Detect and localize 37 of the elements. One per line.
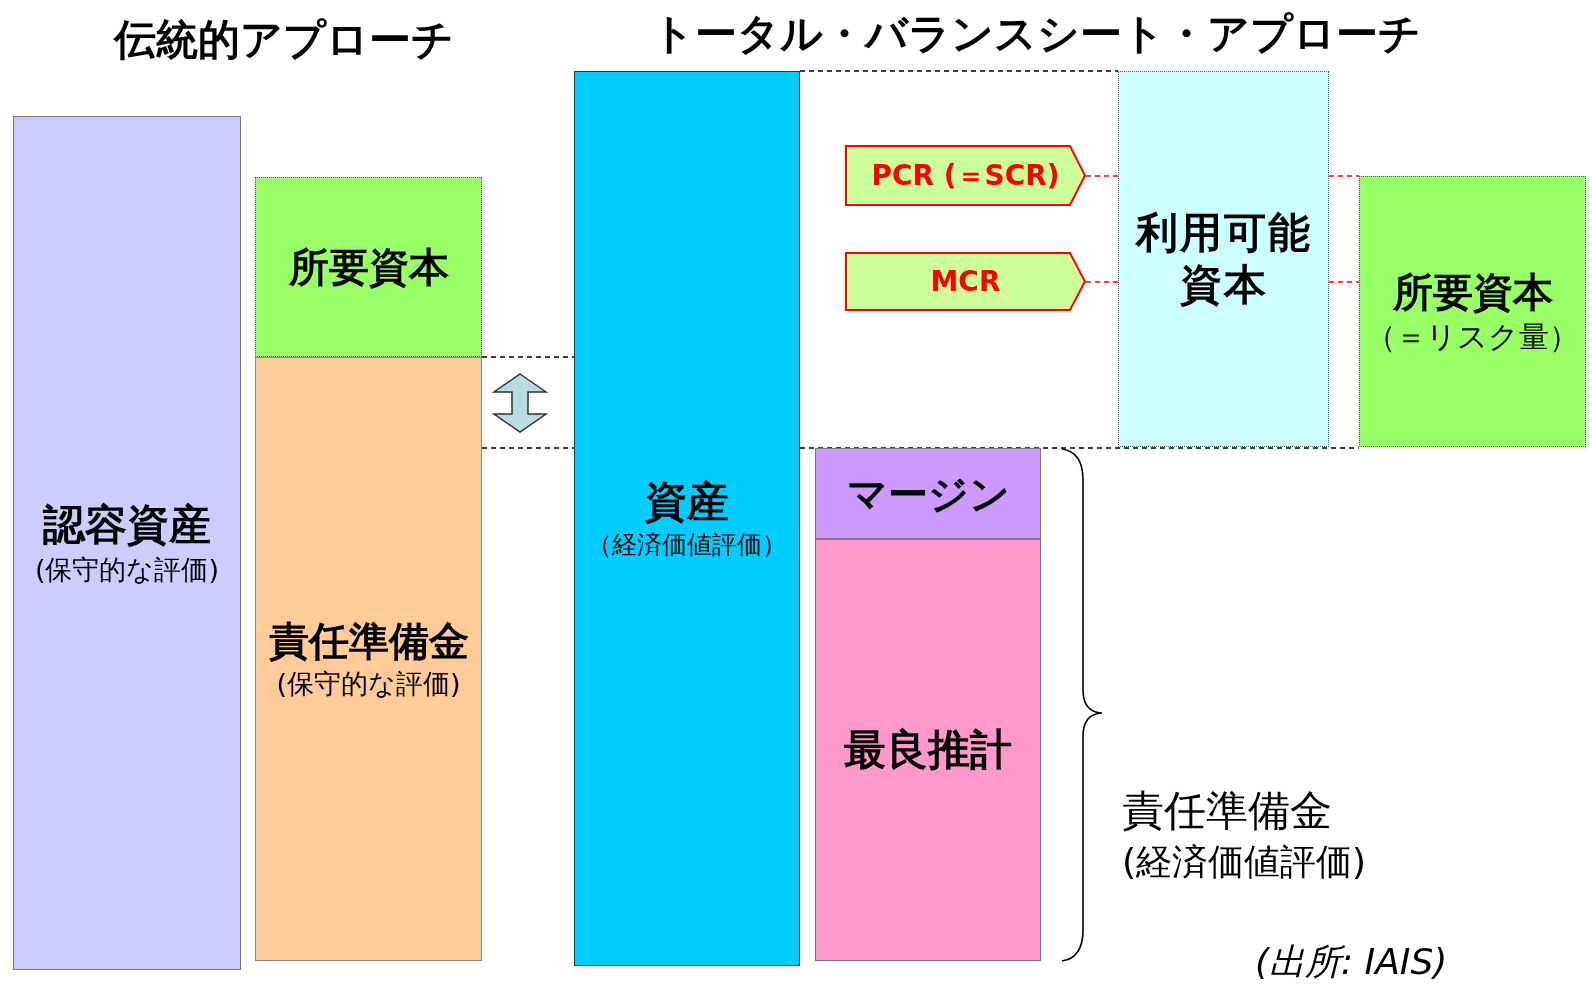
block-label: 利用可能資本	[1134, 206, 1313, 311]
block-label: 資産	[645, 476, 729, 528]
connector-line	[1085, 175, 1119, 177]
stacked-block	[1359, 176, 1586, 447]
connector-line	[1328, 281, 1360, 283]
connector-line	[799, 70, 1119, 72]
connector-line	[799, 447, 1360, 449]
pentagon-arrow-box	[845, 145, 1086, 206]
stacked-block	[13, 116, 241, 970]
connector-line	[1085, 281, 1119, 283]
stacked-block	[815, 448, 1041, 539]
block-sublabel: (保守的な評価)	[34, 552, 220, 587]
pentagon-arrow-box	[845, 252, 1086, 311]
block-label: PCR (＝SCR)	[871, 158, 1060, 193]
section-heading: 伝統的アプローチ	[114, 14, 454, 66]
stacked-block	[1118, 71, 1329, 447]
block-sublabel: （＝リスク量）	[1366, 318, 1579, 356]
block-label: マージン	[846, 469, 1010, 519]
block-sublabel: （経済価値評価）	[587, 528, 787, 561]
source-caption: (出所: IAIS)	[1255, 940, 1448, 984]
stacked-block	[815, 539, 1041, 961]
stacked-block	[255, 177, 482, 357]
stacked-block	[255, 357, 482, 961]
block-label: MCR	[930, 264, 1001, 299]
connector-line	[481, 356, 575, 358]
connector-line	[1328, 175, 1360, 177]
block-label: 認容資産	[43, 499, 211, 552]
block-label: 所要資本	[288, 243, 449, 292]
block-label: 最良推計	[844, 723, 1012, 776]
block-label: 所要資本	[1392, 268, 1553, 317]
connector-line	[481, 447, 575, 449]
block-label: 責任準備金	[268, 617, 469, 667]
brace-sublabel: (経済価値評価)	[1122, 840, 1367, 884]
block-sublabel: (保守的な評価)	[276, 667, 461, 702]
stacked-block	[574, 71, 800, 966]
brace-label: 責任準備金	[1122, 786, 1332, 837]
section-heading: トータル・バランスシート・アプローチ	[651, 8, 1421, 60]
